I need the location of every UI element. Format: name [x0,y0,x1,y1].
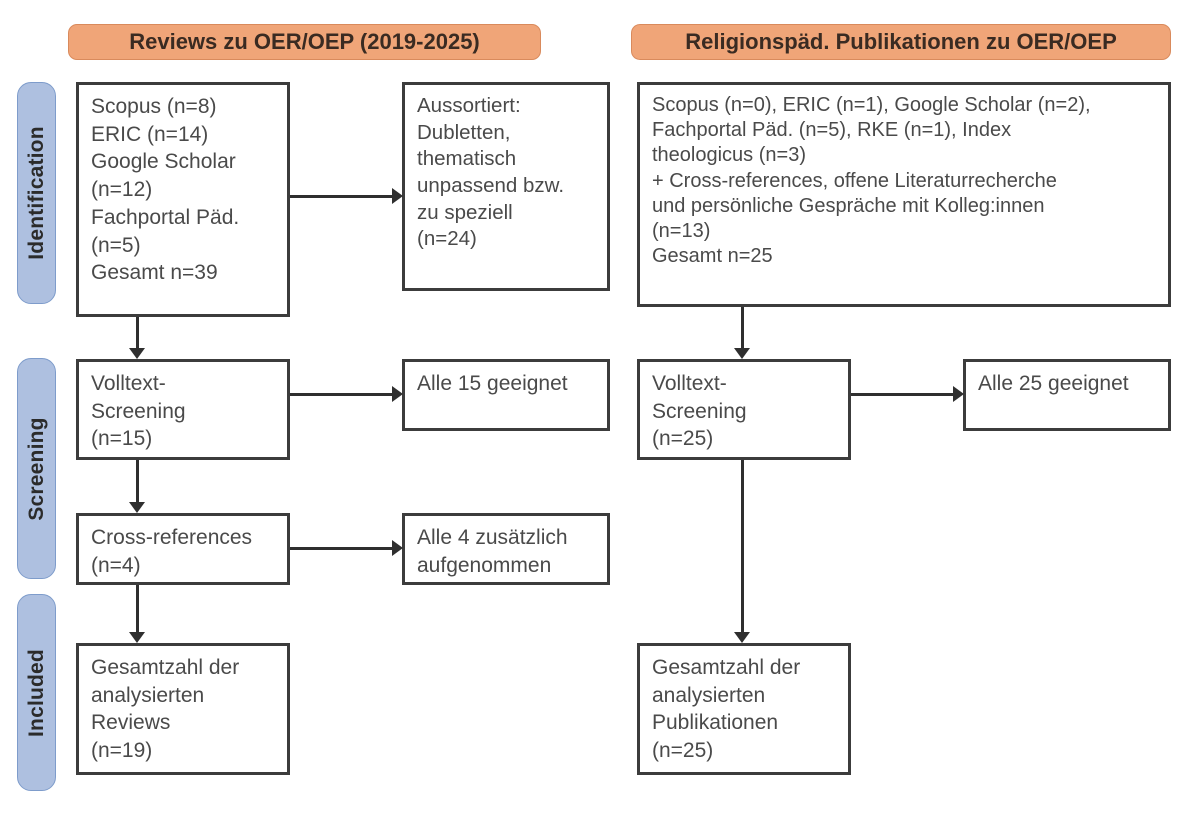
connector-left-sources-to-excluded [290,195,393,198]
node-left-excluded: Aussortiert: Dubletten, thematisch unpas… [402,82,610,291]
node-left-fulltext-result: Alle 15 geeignet [402,359,610,431]
node-left-crossref: Cross-references (n=4) [76,513,290,585]
column-header-reviews: Reviews zu OER/OEP (2019-2025) [68,24,541,60]
arrowhead-left-crossref-to-result [392,540,403,556]
arrowhead-left-fulltext-to-result [392,386,403,402]
connector-right-sources-to-fulltext [741,307,744,351]
node-right-fulltext: Volltext- Screening (n=25) [637,359,851,460]
node-left-fulltext: Volltext- Screening (n=15) [76,359,290,460]
column-header-publikationen: Religionspäd. Publikationen zu OER/OEP [631,24,1171,60]
phase-label-identification: Identification [24,126,48,260]
node-left-crossref-result: Alle 4 zusätzlich aufgenommen [402,513,610,585]
phase-label-screening: Screening [24,416,48,521]
phase-bar-identification: Identification [17,82,56,304]
node-right-fulltext-result: Alle 25 geeignet [963,359,1171,431]
phase-bar-screening: Screening [17,358,56,579]
node-left-included: Gesamtzahl der analysierten Reviews (n=1… [76,643,290,775]
arrowhead-left-sources-to-fulltext [129,348,145,359]
connector-left-crossref-to-included [136,585,139,636]
node-right-sources: Scopus (n=0), ERIC (n=1), Google Scholar… [637,82,1171,307]
arrowhead-right-fulltext-to-included [734,632,750,643]
connector-left-crossref-to-result [290,547,393,550]
phase-label-included: Included [24,648,48,737]
connector-left-fulltext-to-result [290,393,393,396]
arrowhead-right-sources-to-fulltext [734,348,750,359]
phase-bar-included: Included [17,594,56,791]
arrowhead-right-fulltext-to-result [953,386,964,402]
arrowhead-left-sources-to-excluded [392,188,403,204]
node-left-sources: Scopus (n=8) ERIC (n=14) Google Scholar … [76,82,290,317]
connector-right-fulltext-to-included [741,460,744,636]
connector-left-sources-to-fulltext [136,317,139,351]
arrowhead-left-crossref-to-included [129,632,145,643]
arrowhead-left-fulltext-to-crossref [129,502,145,513]
connector-right-fulltext-to-result [851,393,954,396]
connector-left-fulltext-to-crossref [136,460,139,505]
node-right-included: Gesamtzahl der analysierten Publikatione… [637,643,851,775]
